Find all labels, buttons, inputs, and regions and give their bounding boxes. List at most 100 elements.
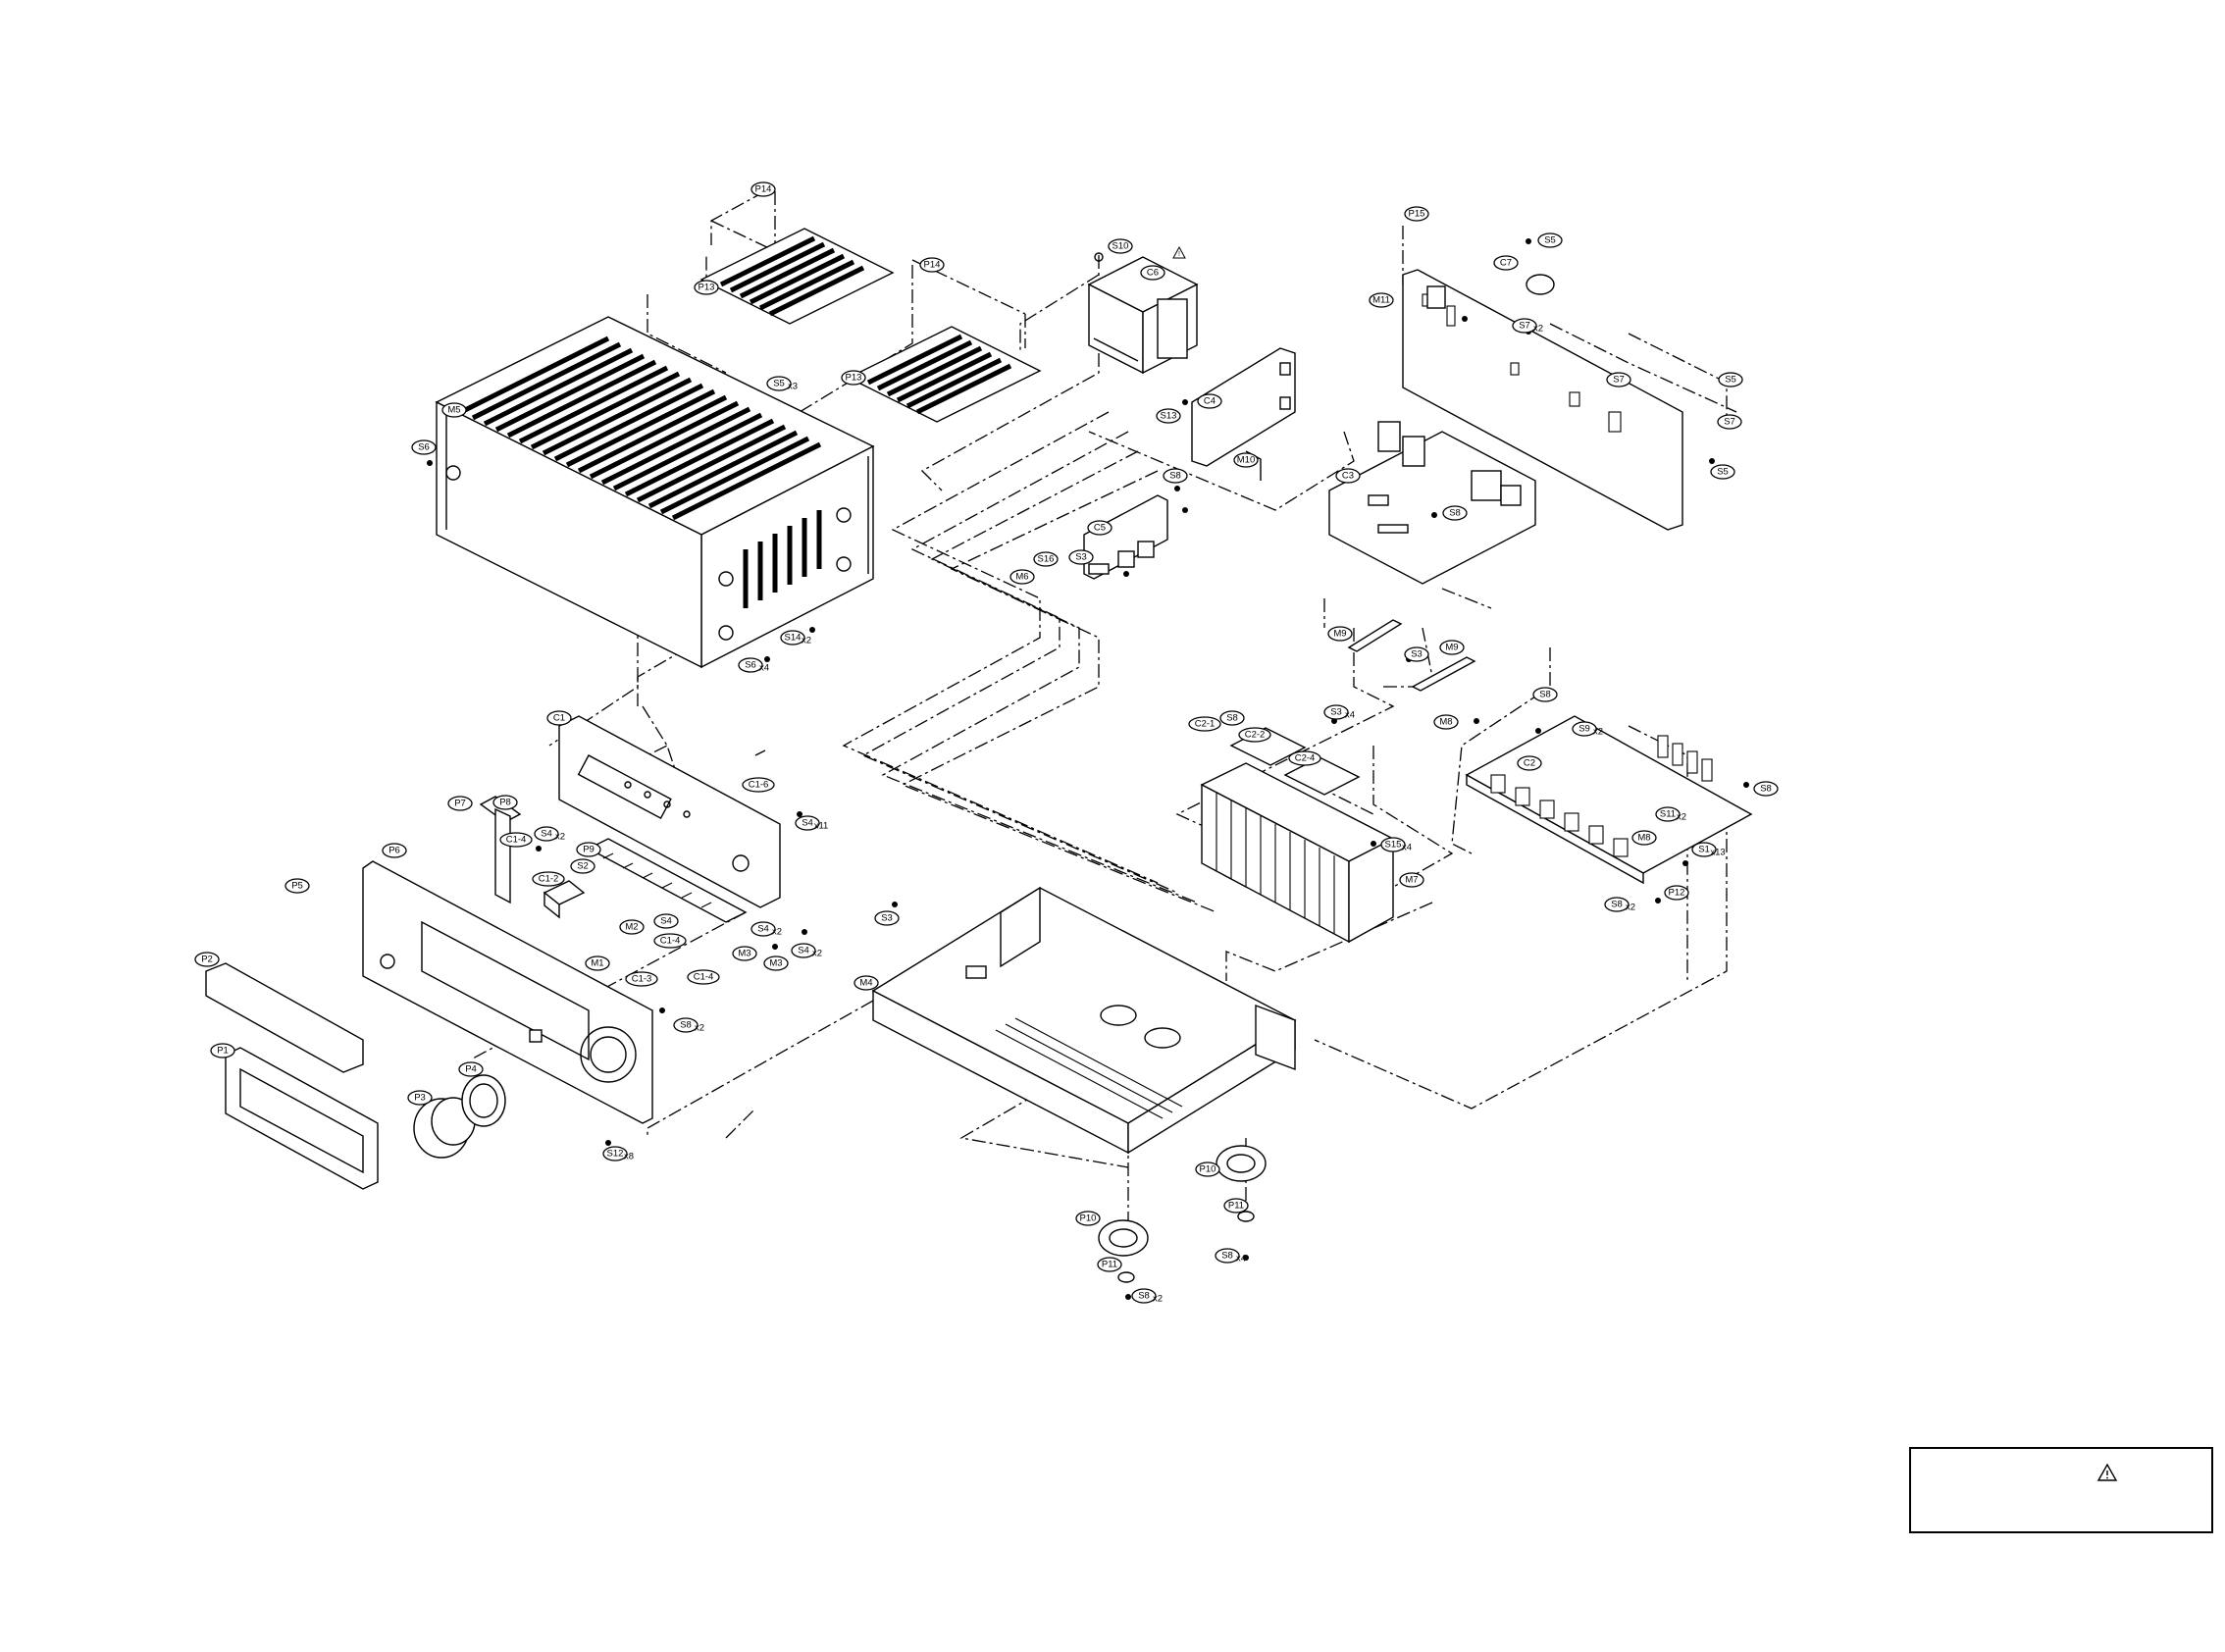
callout-text: S7 bbox=[1613, 375, 1625, 386]
callout-text: S10 bbox=[1112, 241, 1129, 252]
callout-s5: S5 bbox=[1718, 372, 1743, 387]
callout-p9: P9 bbox=[576, 842, 601, 857]
callout-qty: x4 bbox=[1236, 1254, 1246, 1265]
callout-s6: S6 bbox=[411, 439, 437, 455]
callout-text: P10 bbox=[1200, 1164, 1216, 1175]
vent-plate-p13-right bbox=[847, 326, 1042, 423]
callout-text: P15 bbox=[1409, 209, 1425, 220]
callout-p12: P12 bbox=[1664, 885, 1689, 901]
callout-text: S8 bbox=[680, 1020, 692, 1031]
callout-text: S14 bbox=[785, 633, 802, 644]
callout-text: S3 bbox=[1411, 649, 1423, 660]
callout-text: S8 bbox=[1221, 1251, 1233, 1262]
callout-m3: M3 bbox=[732, 946, 757, 961]
washer-p11 bbox=[1117, 1211, 1255, 1283]
bracket-m9 bbox=[1347, 619, 1476, 692]
callout-m8: M8 bbox=[1631, 830, 1657, 846]
callout-text: S3 bbox=[1075, 552, 1087, 563]
callout-text: P8 bbox=[499, 798, 511, 808]
callout-s13: S13 bbox=[1156, 408, 1181, 424]
callout-text: P2 bbox=[201, 955, 213, 965]
callout-p11: P11 bbox=[1223, 1198, 1249, 1213]
callout-text: P4 bbox=[465, 1064, 477, 1075]
callout-s7: S7 bbox=[1717, 414, 1742, 430]
vent-plate-p13-left bbox=[699, 228, 895, 325]
callout-qty: x2 bbox=[802, 636, 811, 646]
display-window-p2 bbox=[205, 962, 364, 1073]
callout-text: P1 bbox=[217, 1046, 229, 1057]
callout-c3: C3 bbox=[1335, 468, 1361, 484]
callout-s8: S8 bbox=[1442, 505, 1468, 521]
callout-s8: S8 bbox=[1163, 468, 1188, 484]
callout-c1-2: C1-2 bbox=[532, 871, 565, 887]
callout-text: S3 bbox=[881, 913, 893, 924]
callout-text: M6 bbox=[1015, 572, 1028, 583]
callout-qty: x2 bbox=[1677, 812, 1686, 823]
callout-c7: C7 bbox=[1493, 255, 1519, 271]
callout-text: C6 bbox=[1147, 268, 1159, 279]
callout-qty: x2 bbox=[695, 1023, 704, 1034]
callout-s8: S8 bbox=[1532, 687, 1558, 702]
callout-text: S8 bbox=[1226, 713, 1238, 724]
ring-p4 bbox=[461, 1074, 506, 1127]
callout-text: S4 bbox=[660, 916, 672, 927]
callout-p14: P14 bbox=[750, 181, 776, 197]
callout-qty: x4 bbox=[1402, 843, 1412, 853]
callout-text: S8 bbox=[1760, 784, 1772, 795]
callout-qty: x13 bbox=[1710, 848, 1725, 858]
legend-box bbox=[1909, 1447, 2213, 1533]
callout-p14: P14 bbox=[919, 257, 945, 273]
foot-p10-right bbox=[1216, 1145, 1267, 1182]
callout-m9: M9 bbox=[1439, 640, 1465, 655]
callout-text: P5 bbox=[291, 881, 303, 892]
callout-qty: x2 bbox=[1533, 324, 1543, 335]
chassis-m4 bbox=[871, 886, 1297, 1155]
callout-c2-4: C2-4 bbox=[1288, 750, 1321, 766]
callout-text: C1-3 bbox=[632, 974, 652, 985]
callout-p15: P15 bbox=[1404, 206, 1429, 222]
front-panel-p6 bbox=[362, 860, 653, 1124]
callout-text: S6 bbox=[418, 442, 430, 453]
callout-qty: x2 bbox=[812, 949, 822, 959]
callout-text: M9 bbox=[1333, 629, 1346, 640]
callout-c6: C6 bbox=[1140, 265, 1165, 281]
callout-text: S5 bbox=[1717, 467, 1729, 478]
rear-panel-m11 bbox=[1402, 269, 1683, 531]
callout-s16: S16 bbox=[1033, 551, 1059, 567]
callout-text: S2 bbox=[577, 861, 589, 872]
callout-s8: S8 bbox=[1753, 781, 1779, 797]
callout-c2-2: C2-2 bbox=[1238, 727, 1271, 743]
callout-text: P7 bbox=[454, 799, 466, 809]
callout-m6: M6 bbox=[1009, 569, 1035, 585]
bracket-p7-p8 bbox=[479, 796, 522, 904]
callout-text: C4 bbox=[1204, 396, 1216, 407]
callout-text: P9 bbox=[583, 845, 595, 855]
callout-p2: P2 bbox=[194, 952, 220, 967]
callout-text: M5 bbox=[447, 405, 460, 416]
callout-m8: M8 bbox=[1433, 714, 1459, 730]
callout-text: P11 bbox=[1102, 1260, 1117, 1270]
callout-text: S4 bbox=[798, 946, 809, 956]
callout-p11: P11 bbox=[1097, 1257, 1122, 1272]
callout-m1: M1 bbox=[585, 955, 610, 971]
callout-text: P14 bbox=[924, 260, 941, 271]
callout-qty: x2 bbox=[1153, 1294, 1163, 1305]
callout-text: S5 bbox=[773, 379, 785, 389]
heatsink-m7 bbox=[1200, 762, 1395, 944]
callout-s3: S3 bbox=[1404, 646, 1429, 662]
callout-text: C1-6 bbox=[749, 780, 769, 791]
front-board-c1 bbox=[558, 715, 781, 908]
callout-text: S7 bbox=[1724, 417, 1735, 428]
callout-qty: x4 bbox=[1345, 710, 1355, 721]
